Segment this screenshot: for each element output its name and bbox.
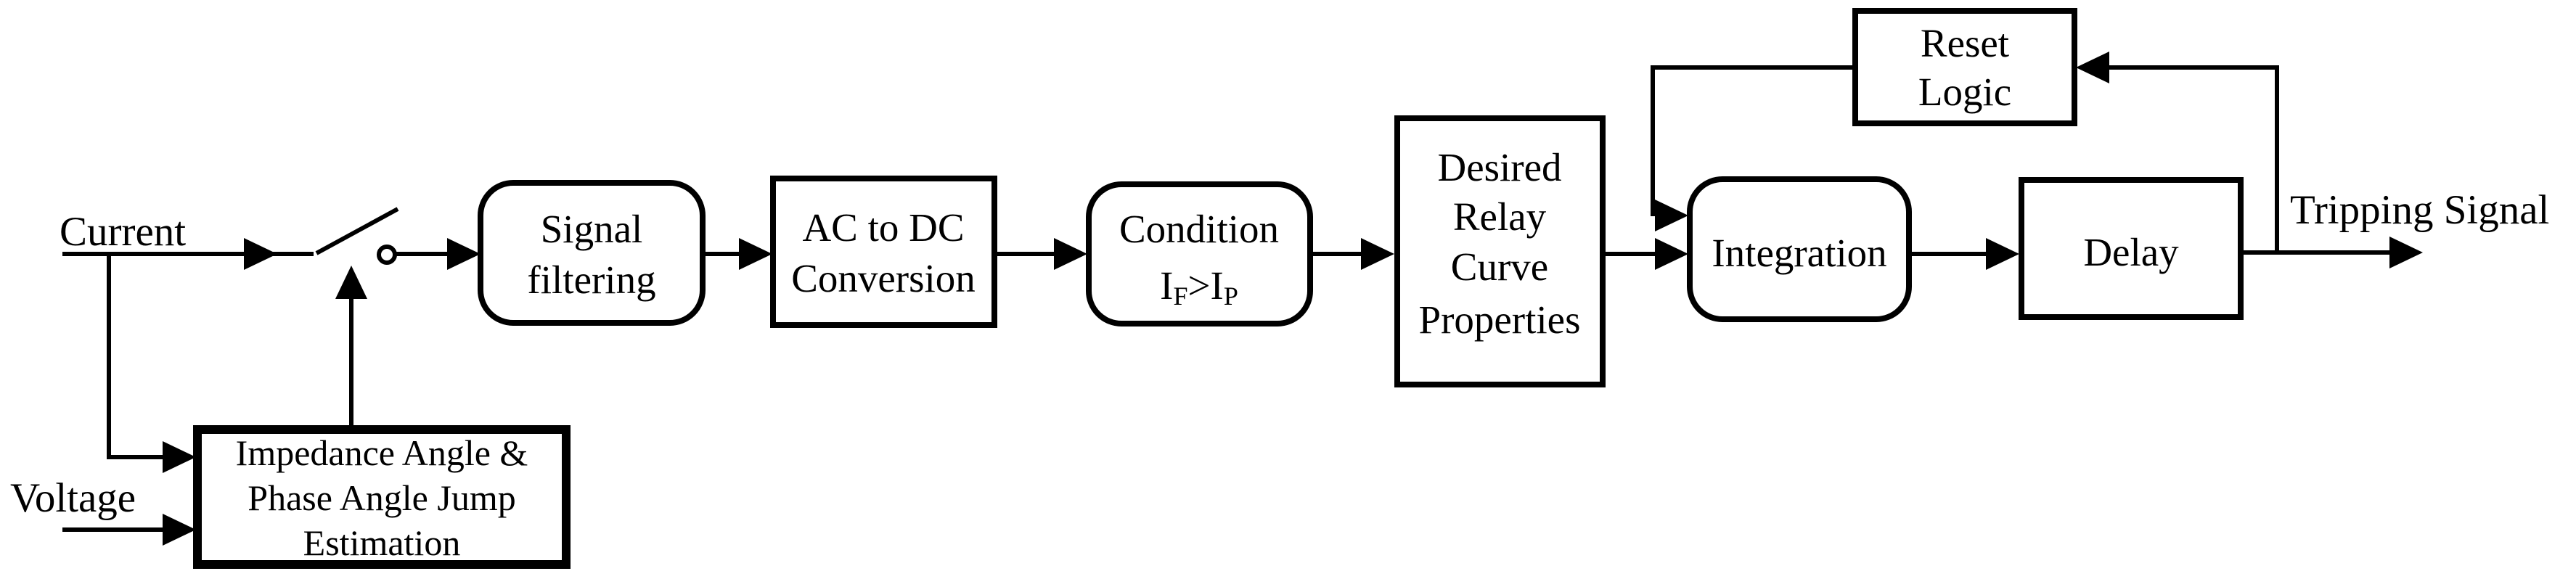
delay-block: [2019, 177, 2244, 320]
integration-in-arrowhead-icon: [1655, 238, 1688, 270]
voltage-input-label: Voltage: [10, 475, 136, 521]
reset-logic-label-1: Reset: [1921, 21, 2009, 65]
desired-label-2: Relay: [1453, 194, 1547, 239]
feedback-wire-left: [1651, 65, 1855, 216]
impedance-label-3: Estimation: [303, 522, 461, 563]
integration-block: [1687, 176, 1912, 322]
ac-dc-label-2: Conversion: [791, 256, 976, 300]
acdc-in-arrowhead-icon: [739, 238, 772, 270]
signal-filtering-in-arrowhead-icon: [447, 238, 481, 270]
condition-in-arrowhead-icon: [1054, 238, 1087, 270]
signal-filtering-label-2: filtering: [527, 258, 655, 302]
desired-label-1: Desired: [1437, 145, 1561, 189]
switch-arm-icon: [315, 207, 399, 255]
desired-label-3: Curve: [1451, 245, 1548, 289]
desired-in-arrowhead-icon: [1361, 238, 1394, 270]
feedback-wire-right: [2109, 65, 2279, 252]
integration-label: Integration: [1712, 231, 1886, 275]
tripping-arrowhead-icon: [2389, 237, 2423, 268]
ac-dc-conversion-block: [770, 176, 997, 328]
voltage-arrowhead-icon: [163, 514, 196, 546]
reset-in-arrowhead-icon: [2076, 52, 2109, 83]
impedance-label-1: Impedance Angle &: [236, 432, 528, 473]
desired-relay-curve-block: [1394, 115, 1606, 387]
condition-label-1: Condition: [1119, 207, 1279, 251]
impedance-label-2: Phase Angle Jump: [248, 477, 515, 518]
switch-control-arrowhead-icon: [335, 266, 367, 299]
switch-contact-icon: [377, 245, 397, 265]
current-arrowhead-icon: [244, 238, 277, 270]
signal-filtering-label-1: Signal: [541, 207, 643, 251]
condition-label-2: IF>IP: [1160, 263, 1238, 311]
delay-label: Delay: [2083, 230, 2179, 274]
current-input-label: Current: [60, 209, 186, 255]
current-tap-arrowhead-icon: [163, 441, 196, 473]
ac-dc-label-1: AC to DC: [802, 205, 964, 250]
reset-logic-block: [1852, 8, 2077, 126]
signal-filtering-block: [478, 180, 706, 326]
reset-logic-label-2: Logic: [1918, 70, 2011, 114]
desired-label-4: Properties: [1418, 297, 1580, 342]
integration-reset-arrowhead-icon: [1655, 200, 1688, 231]
current-tap-wire: [107, 254, 181, 459]
delay-in-arrowhead-icon: [1986, 238, 2019, 270]
tripping-signal-label: Tripping Signal: [2290, 187, 2549, 233]
impedance-estimation-block: [193, 425, 571, 569]
